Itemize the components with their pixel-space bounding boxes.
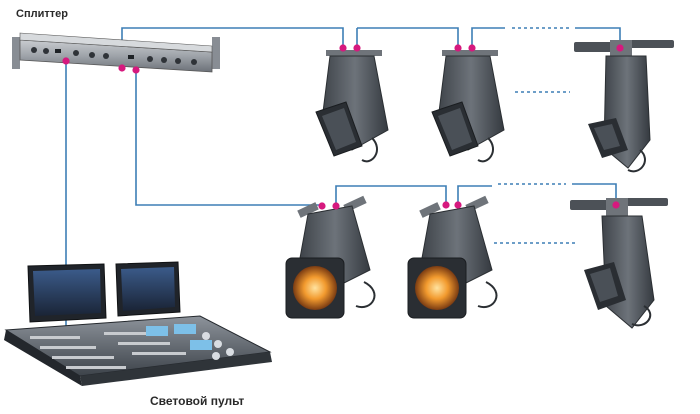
connector-dot — [332, 202, 340, 210]
connector-dot — [442, 201, 450, 209]
connector-dot — [339, 44, 347, 52]
connector-dot — [616, 44, 624, 52]
connector-dot — [468, 44, 476, 52]
cable-bottom-2-up — [457, 185, 492, 203]
moving-head-fixture-top-2 — [431, 50, 505, 163]
dmx-connectors — [62, 44, 624, 210]
moving-head-fixture-bottom-3 — [570, 198, 668, 329]
moving-head-fixture-icon — [570, 198, 668, 329]
connector-dot — [612, 201, 620, 209]
moving-head-fixture-icon — [285, 195, 376, 319]
cable-top-2-to-3 — [471, 27, 505, 46]
dmx-splitter-icon — [12, 32, 220, 73]
moving-head-fixture-bottom-1 — [285, 195, 376, 319]
cable-bottom-1-up — [335, 185, 447, 205]
connector-dot — [454, 201, 462, 209]
moving-head-fixture-icon — [574, 40, 674, 173]
moving-head-fixture-icon — [407, 195, 498, 319]
splitter-label: Сплиттер — [16, 8, 68, 20]
moving-head-fixture-top-3 — [574, 40, 674, 173]
moving-head-fixture-bottom-2 — [407, 195, 498, 319]
connector-dot — [454, 44, 462, 52]
connector-dot — [318, 202, 326, 210]
cable-splitter-to-bottom-row — [135, 68, 322, 206]
connector-dot — [62, 57, 70, 65]
moving-head-fixture-top-1 — [315, 50, 389, 163]
lighting-console-label: Световой пульт — [150, 394, 245, 408]
cable-top-1-to-2-span — [357, 27, 459, 46]
connector-dot — [353, 44, 361, 52]
moving-head-fixture-icon — [431, 50, 505, 163]
lighting-console-icon — [4, 261, 272, 386]
connector-dot — [132, 66, 140, 74]
connector-dot — [118, 64, 126, 72]
cable-bottom-row-end — [572, 183, 617, 203]
moving-head-fixture-icon — [315, 50, 389, 163]
